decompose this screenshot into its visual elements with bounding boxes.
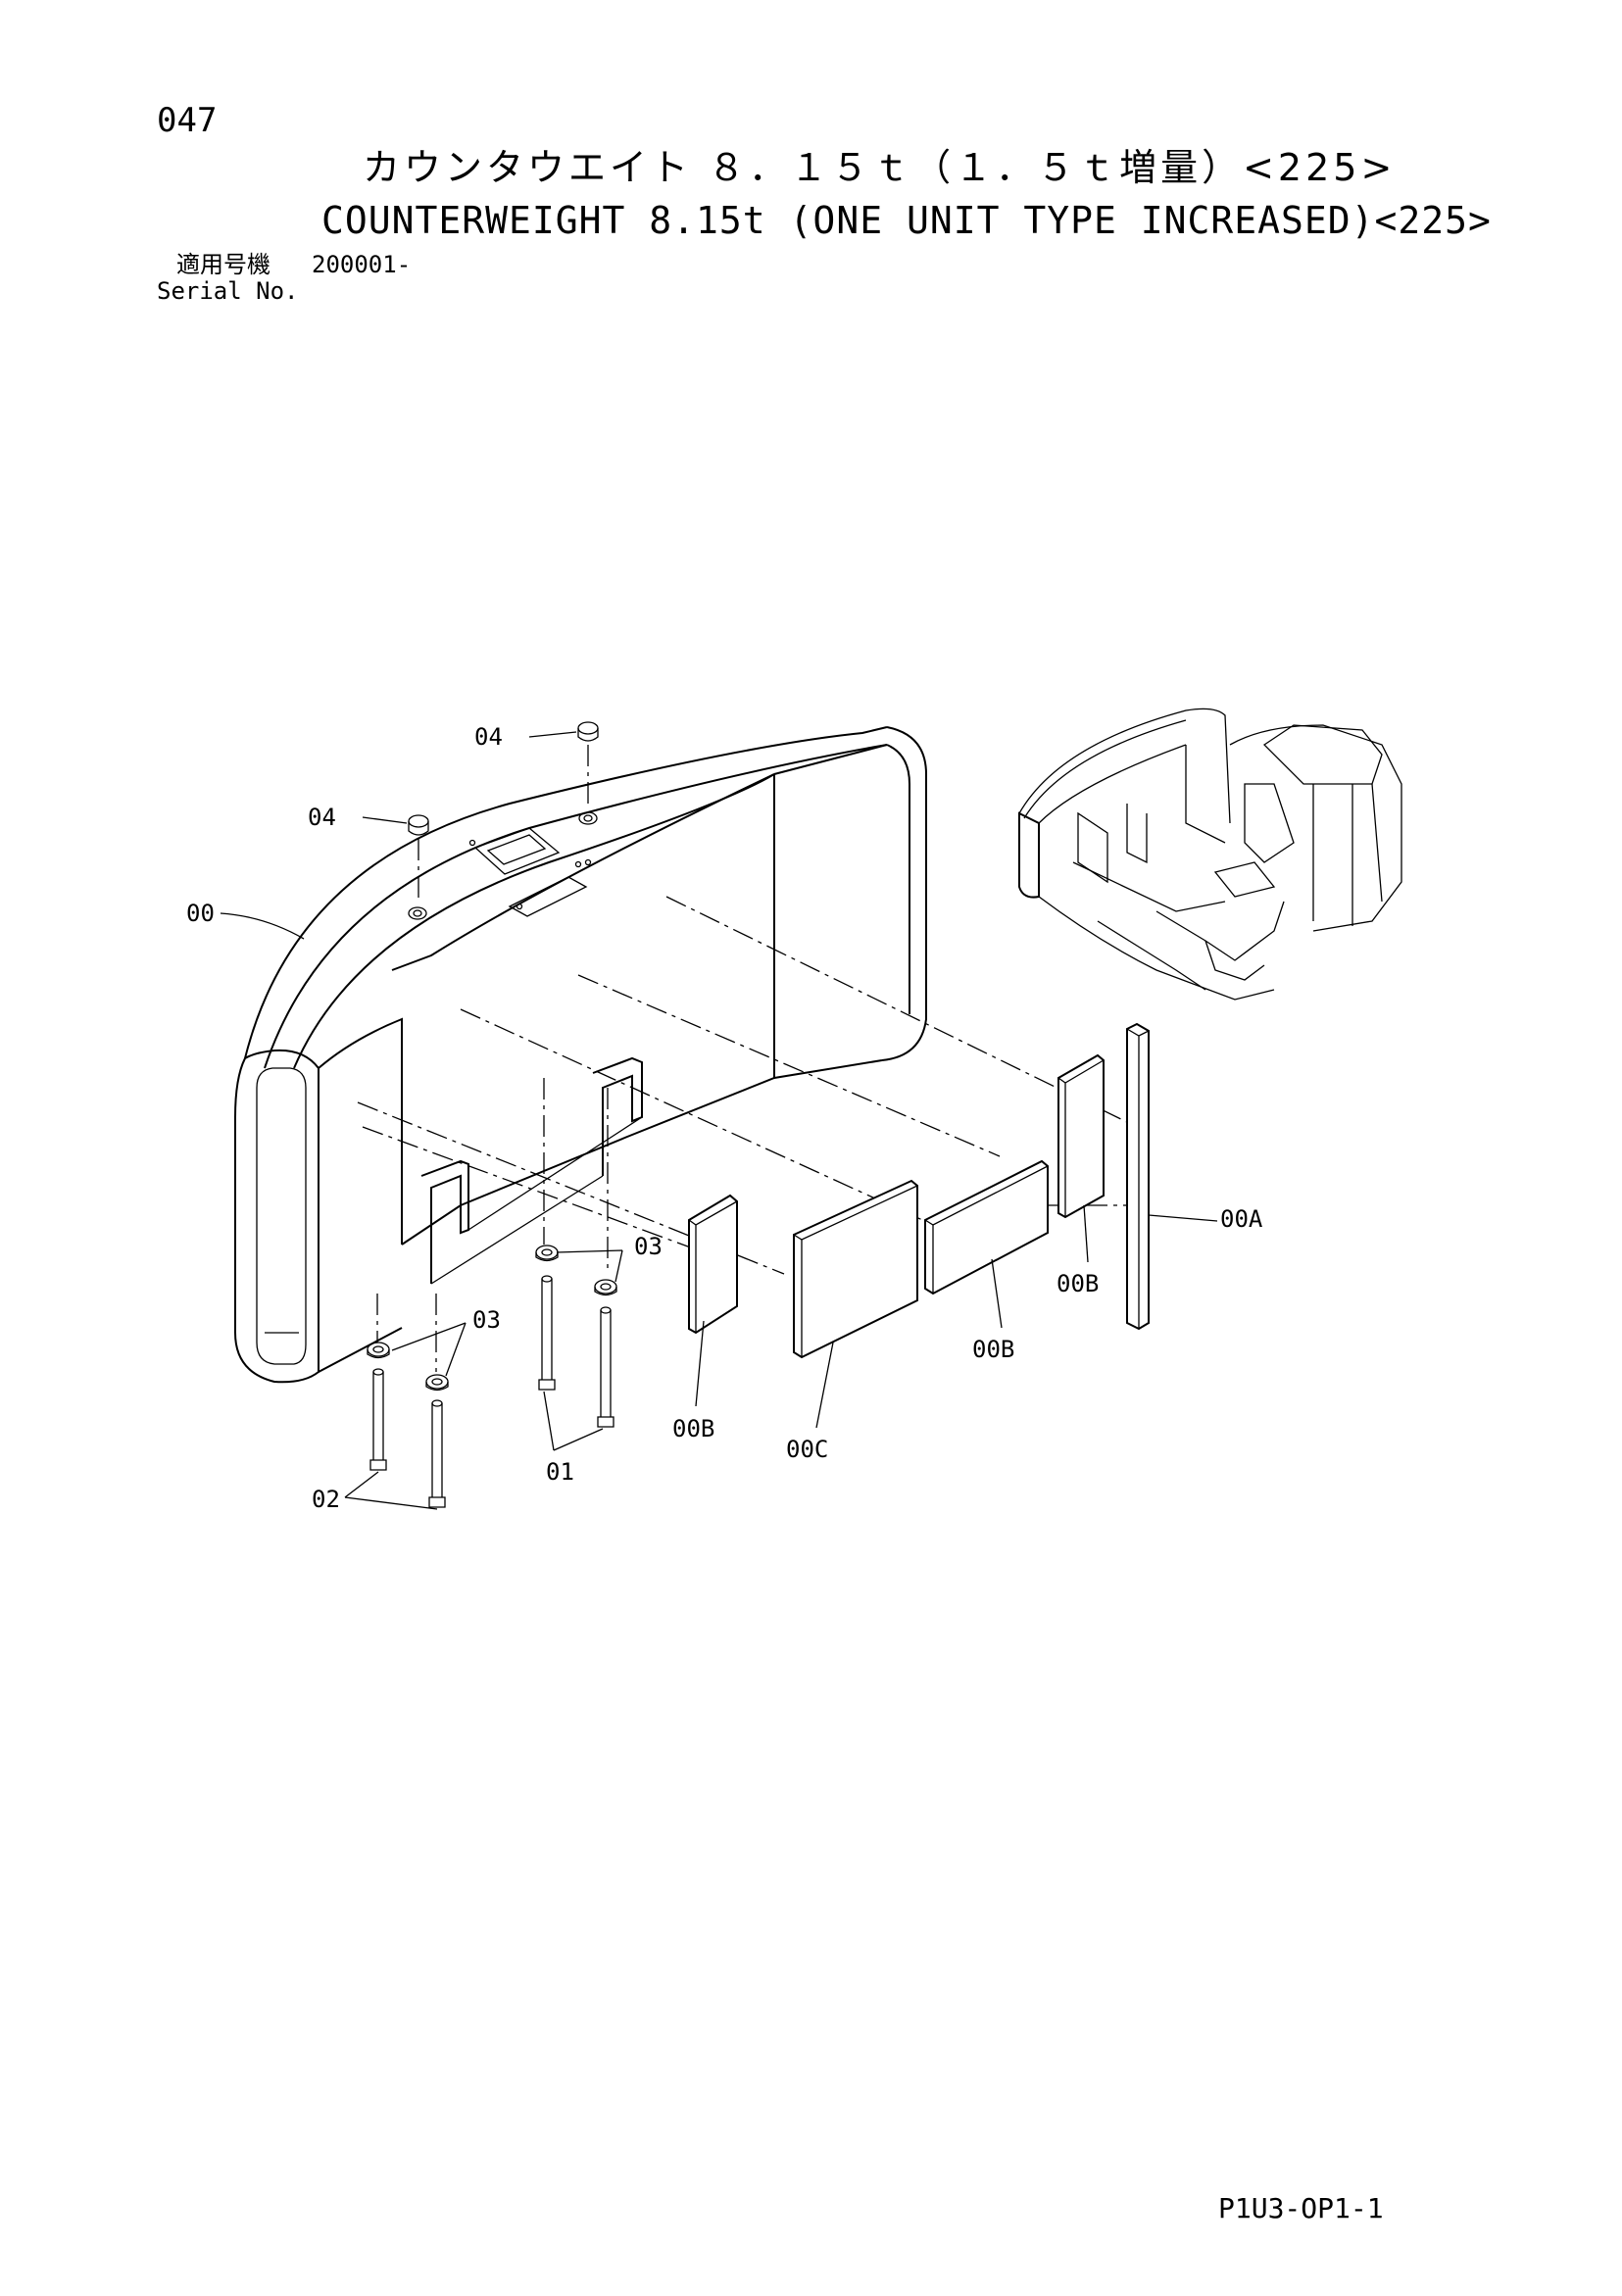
bolt-02-right bbox=[428, 1399, 446, 1508]
counterweight-body bbox=[234, 726, 927, 1384]
callout-00C: 00C bbox=[786, 1436, 828, 1463]
callout-03-lower: 03 bbox=[472, 1306, 501, 1334]
callout-04-lower: 04 bbox=[308, 804, 336, 831]
washer-c bbox=[367, 1342, 390, 1359]
callout-00B-middle: 00B bbox=[972, 1336, 1014, 1363]
leader-lines bbox=[220, 731, 1218, 1510]
bolt-02-left bbox=[369, 1368, 387, 1471]
callout-03-upper: 03 bbox=[634, 1233, 663, 1260]
bar-00A bbox=[1126, 1022, 1150, 1331]
cap-bolt-upper bbox=[577, 721, 599, 825]
washer-d bbox=[425, 1374, 449, 1392]
drawing-code: P1U3-OP1-1 bbox=[1218, 2192, 1384, 2224]
page-title-japanese: カウンタウエイト ８．１５ｔ（１．５ｔ増量）<225> bbox=[363, 146, 1397, 189]
cap-bolt-lower bbox=[408, 814, 429, 920]
callout-04-upper: 04 bbox=[474, 723, 503, 751]
bolt-01-right bbox=[597, 1306, 614, 1428]
washer-b bbox=[594, 1279, 617, 1296]
callout-00A: 00A bbox=[1220, 1205, 1263, 1233]
plate-00B-middle bbox=[924, 1159, 1049, 1295]
plate-00B-right bbox=[1057, 1053, 1105, 1219]
callout-01: 01 bbox=[546, 1458, 574, 1486]
page-title-english: COUNTERWEIGHT 8.15t (ONE UNIT TYPE INCRE… bbox=[321, 199, 1492, 242]
serial-number-value: 200001- bbox=[312, 251, 412, 278]
excavator-location-inset bbox=[1018, 708, 1402, 1001]
washer-a bbox=[535, 1245, 559, 1262]
serial-label-english: Serial No. bbox=[157, 277, 299, 305]
page-number: 047 bbox=[157, 101, 218, 140]
callout-00B-left: 00B bbox=[672, 1415, 714, 1442]
callout-02: 02 bbox=[312, 1486, 340, 1513]
callout-00: 00 bbox=[186, 900, 215, 927]
plate-00C bbox=[793, 1179, 918, 1359]
plate-00B-left bbox=[688, 1194, 738, 1335]
bolt-01-left bbox=[538, 1275, 556, 1391]
callout-00B-right: 00B bbox=[1057, 1270, 1099, 1297]
serial-label-japanese: 適用号機 bbox=[176, 251, 270, 278]
